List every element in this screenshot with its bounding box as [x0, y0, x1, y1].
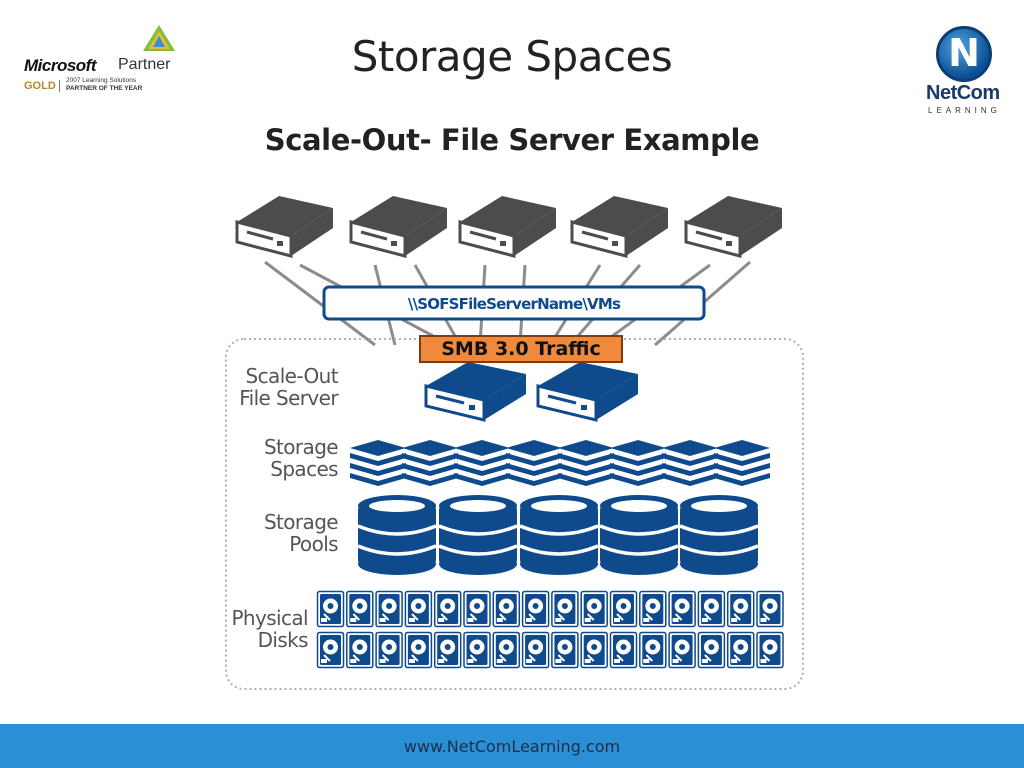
client-server-1: [235, 194, 335, 258]
physical-disk-icon: [756, 590, 784, 628]
physical-disk-icon: [316, 631, 345, 669]
microsoft-wordmark: Microsoft: [24, 56, 97, 75]
slide-subtitle: Scale-Out- File Server Example: [264, 123, 760, 157]
physical-disk-icon: [697, 631, 726, 669]
storage-pools-row: [356, 493, 760, 577]
slide-title: Storage Spaces: [351, 32, 673, 81]
storage-space-2: [402, 440, 458, 486]
client-server-5: [684, 194, 784, 258]
physical-disk-icon: [726, 590, 755, 628]
share-path-text: \\SOFSFileServerName\VMs: [408, 295, 621, 313]
client-server-2: [349, 194, 449, 258]
storage-space-4: [506, 440, 562, 486]
physical-disk-icon: [463, 631, 491, 669]
storage-pool-5: [678, 493, 760, 577]
netcom-globe-icon: N: [936, 26, 992, 82]
award-line-2: PARTNER OF THE YEAR: [66, 85, 143, 92]
label-spaces-line-2: Spaces: [270, 457, 338, 481]
client-server-4: [570, 194, 670, 258]
physical-disk-icon: [492, 590, 521, 628]
storage-space-3: [454, 440, 510, 486]
physical-disk-icon: [345, 631, 374, 669]
netcom-logo: N NetCom LEARNING: [920, 24, 1012, 115]
physical-disk-icon: [375, 631, 404, 669]
physical-disk-icon: [580, 590, 609, 628]
physical-disk-icon: [521, 590, 550, 628]
label-physical-disks: Physical Disks: [226, 607, 308, 651]
label-spaces-line-1: Storage: [263, 435, 339, 459]
footer-url: www.NetComLearning.com: [403, 737, 621, 756]
storage-space-5: [558, 440, 614, 486]
physical-disk-icon: [580, 631, 609, 669]
storage-space-8: [714, 440, 770, 486]
physical-disk-icon: [638, 631, 667, 669]
client-servers: [235, 194, 784, 258]
physical-disks-grid: [316, 590, 784, 669]
storage-pool-3: [518, 493, 600, 577]
physical-disk-icon: [433, 631, 462, 669]
physical-disk-icon: [550, 631, 579, 669]
footer-bar: www.NetComLearning.com: [0, 724, 1024, 768]
physical-disk-icon: [404, 590, 433, 628]
label-sofs-line-2: File Server: [239, 386, 338, 410]
physical-disk-icon: [756, 631, 784, 669]
storage-pool-2: [437, 493, 519, 577]
storage-pool-4: [598, 493, 680, 577]
label-storage-pools: Storage Pools: [236, 510, 339, 556]
storage-space-6: [610, 440, 666, 486]
physical-disk-icon: [404, 631, 433, 669]
scale-out-file-servers: [424, 360, 640, 422]
storage-pool-1: [356, 493, 438, 577]
physical-disk-icon: [726, 631, 755, 669]
award-text: 2007 Learning Solutions PARTNER OF THE Y…: [66, 77, 142, 93]
netcom-wordmark: NetCom: [926, 82, 1000, 104]
physical-disk-icon: [433, 590, 462, 628]
physical-disk-icon: [609, 590, 638, 628]
sofs-node-1: [424, 360, 528, 422]
physical-disk-icon: [521, 631, 550, 669]
partner-wordmark: Partner: [118, 56, 171, 73]
share-path-box: [322, 285, 706, 321]
sofs-node-2: [536, 360, 640, 422]
physical-disk-icon: [638, 590, 667, 628]
storage-space-7: [662, 440, 718, 486]
physical-disk-icon: [668, 590, 697, 628]
physical-disk-icon: [697, 590, 726, 628]
physical-disk-icon: [316, 590, 345, 628]
label-sofs-line-1: Scale-Out: [245, 364, 339, 388]
label-pools-line-1: Storage: [263, 510, 339, 534]
gold-tier: GOLD: [24, 80, 60, 92]
physical-disk-icon: [492, 631, 521, 669]
label-storage-spaces: Storage Spaces: [236, 435, 339, 481]
client-server-3: [458, 194, 558, 258]
award-line-1: 2007 Learning Solutions: [66, 77, 137, 84]
label-scale-out-file-server: Scale-Out File Server: [236, 365, 338, 409]
microsoft-partner-logo: Microsoft Partner GOLD 2007 Learning Sol…: [22, 22, 175, 98]
physical-disk-icon: [668, 631, 697, 669]
physical-disk-icon: [345, 590, 374, 628]
label-disks-line-1: Physical: [231, 606, 308, 630]
label-disks-line-2: Disks: [257, 628, 309, 652]
physical-disk-icon: [550, 590, 579, 628]
netcom-subtext: LEARNING: [928, 106, 1001, 115]
physical-disk-icon: [375, 590, 404, 628]
storage-spaces-row: [350, 440, 770, 486]
smb-traffic-label: SMB 3.0 Traffic: [419, 335, 623, 363]
physical-disk-icon: [609, 631, 638, 669]
physical-disk-icon: [463, 590, 491, 628]
storage-space-1: [350, 440, 406, 486]
label-pools-line-2: Pools: [289, 532, 338, 556]
award-badge-icon: [143, 25, 175, 51]
